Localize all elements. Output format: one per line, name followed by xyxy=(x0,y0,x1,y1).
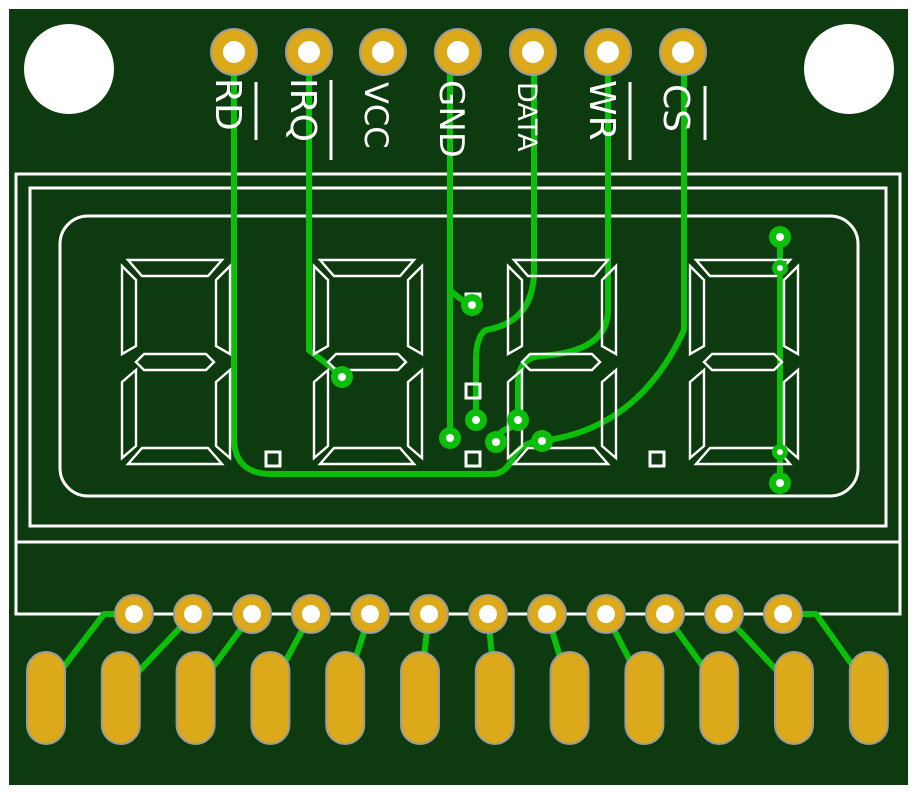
digit-1 xyxy=(120,258,232,466)
header-pin-cs xyxy=(659,28,707,76)
bottom-pad-7 xyxy=(468,594,515,745)
header-pin-wr xyxy=(584,28,632,76)
segment-e xyxy=(312,367,330,461)
segment-a xyxy=(511,258,611,278)
segment-f xyxy=(688,263,706,357)
header-pin-vcc xyxy=(359,28,407,76)
segment-c xyxy=(214,367,232,461)
pin-label-data: DATA xyxy=(511,82,542,152)
segment-d xyxy=(511,446,611,466)
segment-c xyxy=(782,367,800,461)
mounting-hole-right xyxy=(804,24,894,114)
bottom-pad-2 xyxy=(100,594,213,745)
decimal-point xyxy=(464,450,482,468)
header-pins xyxy=(210,28,707,76)
segment-f xyxy=(120,263,138,357)
decimal-point xyxy=(648,450,666,468)
decimal-point xyxy=(464,382,482,400)
segment-c xyxy=(600,367,618,461)
pin-label-wr: WR xyxy=(581,80,622,141)
bottom-pad-1 xyxy=(26,594,154,745)
segment-a xyxy=(693,258,793,278)
bottom-pad-12 xyxy=(763,594,889,745)
segment-e xyxy=(120,367,138,461)
segment-d xyxy=(125,446,225,466)
bottom-pad-6 xyxy=(400,594,449,745)
bottom-pads xyxy=(26,594,889,745)
segment-g xyxy=(520,352,602,372)
board-substrate xyxy=(9,9,908,785)
bottom-pad-3 xyxy=(175,594,272,745)
segment-f xyxy=(506,263,524,357)
pin-label-gnd: GND xyxy=(431,80,471,158)
pin-labels: RD IRQ VCC GND DATA WR CS xyxy=(207,78,696,158)
segment-b xyxy=(782,263,800,357)
decimal-point xyxy=(264,450,282,468)
mounting-hole-left xyxy=(24,24,114,114)
bottom-pad-5 xyxy=(325,594,390,745)
vias xyxy=(331,226,791,494)
pin-label-vcc: VCC xyxy=(357,82,395,149)
header-pin-gnd xyxy=(434,28,482,76)
bottom-pad-11 xyxy=(704,594,814,745)
segment-b xyxy=(600,263,618,357)
segment-b xyxy=(406,263,424,357)
segment-e xyxy=(688,367,706,461)
digit-4 xyxy=(688,258,800,466)
header-pin-rd xyxy=(210,28,258,76)
segment-d xyxy=(317,446,417,466)
digit-3 xyxy=(506,258,618,466)
segment-f xyxy=(312,263,330,357)
bottom-pad-9 xyxy=(586,594,665,745)
segment-b xyxy=(214,263,232,357)
header-pin-data xyxy=(509,28,557,76)
silkscreen-outlines xyxy=(14,172,902,616)
segment-a xyxy=(125,258,225,278)
segment-a xyxy=(317,258,417,278)
seven-segment-display xyxy=(120,258,800,466)
bottom-pad-10 xyxy=(645,594,740,745)
pin-label-rd: RD xyxy=(207,78,248,131)
active-low-overbars xyxy=(254,80,707,160)
segment-g xyxy=(134,352,216,372)
segment-c xyxy=(406,367,424,461)
pin-label-irq: IRQ xyxy=(282,78,323,142)
segment-e xyxy=(506,367,524,461)
header-pin-irq xyxy=(285,28,333,76)
pin-label-cs: CS xyxy=(655,84,696,132)
bottom-pad-4 xyxy=(250,594,331,745)
bottom-pad-8 xyxy=(527,594,590,745)
segment-g xyxy=(702,352,784,372)
